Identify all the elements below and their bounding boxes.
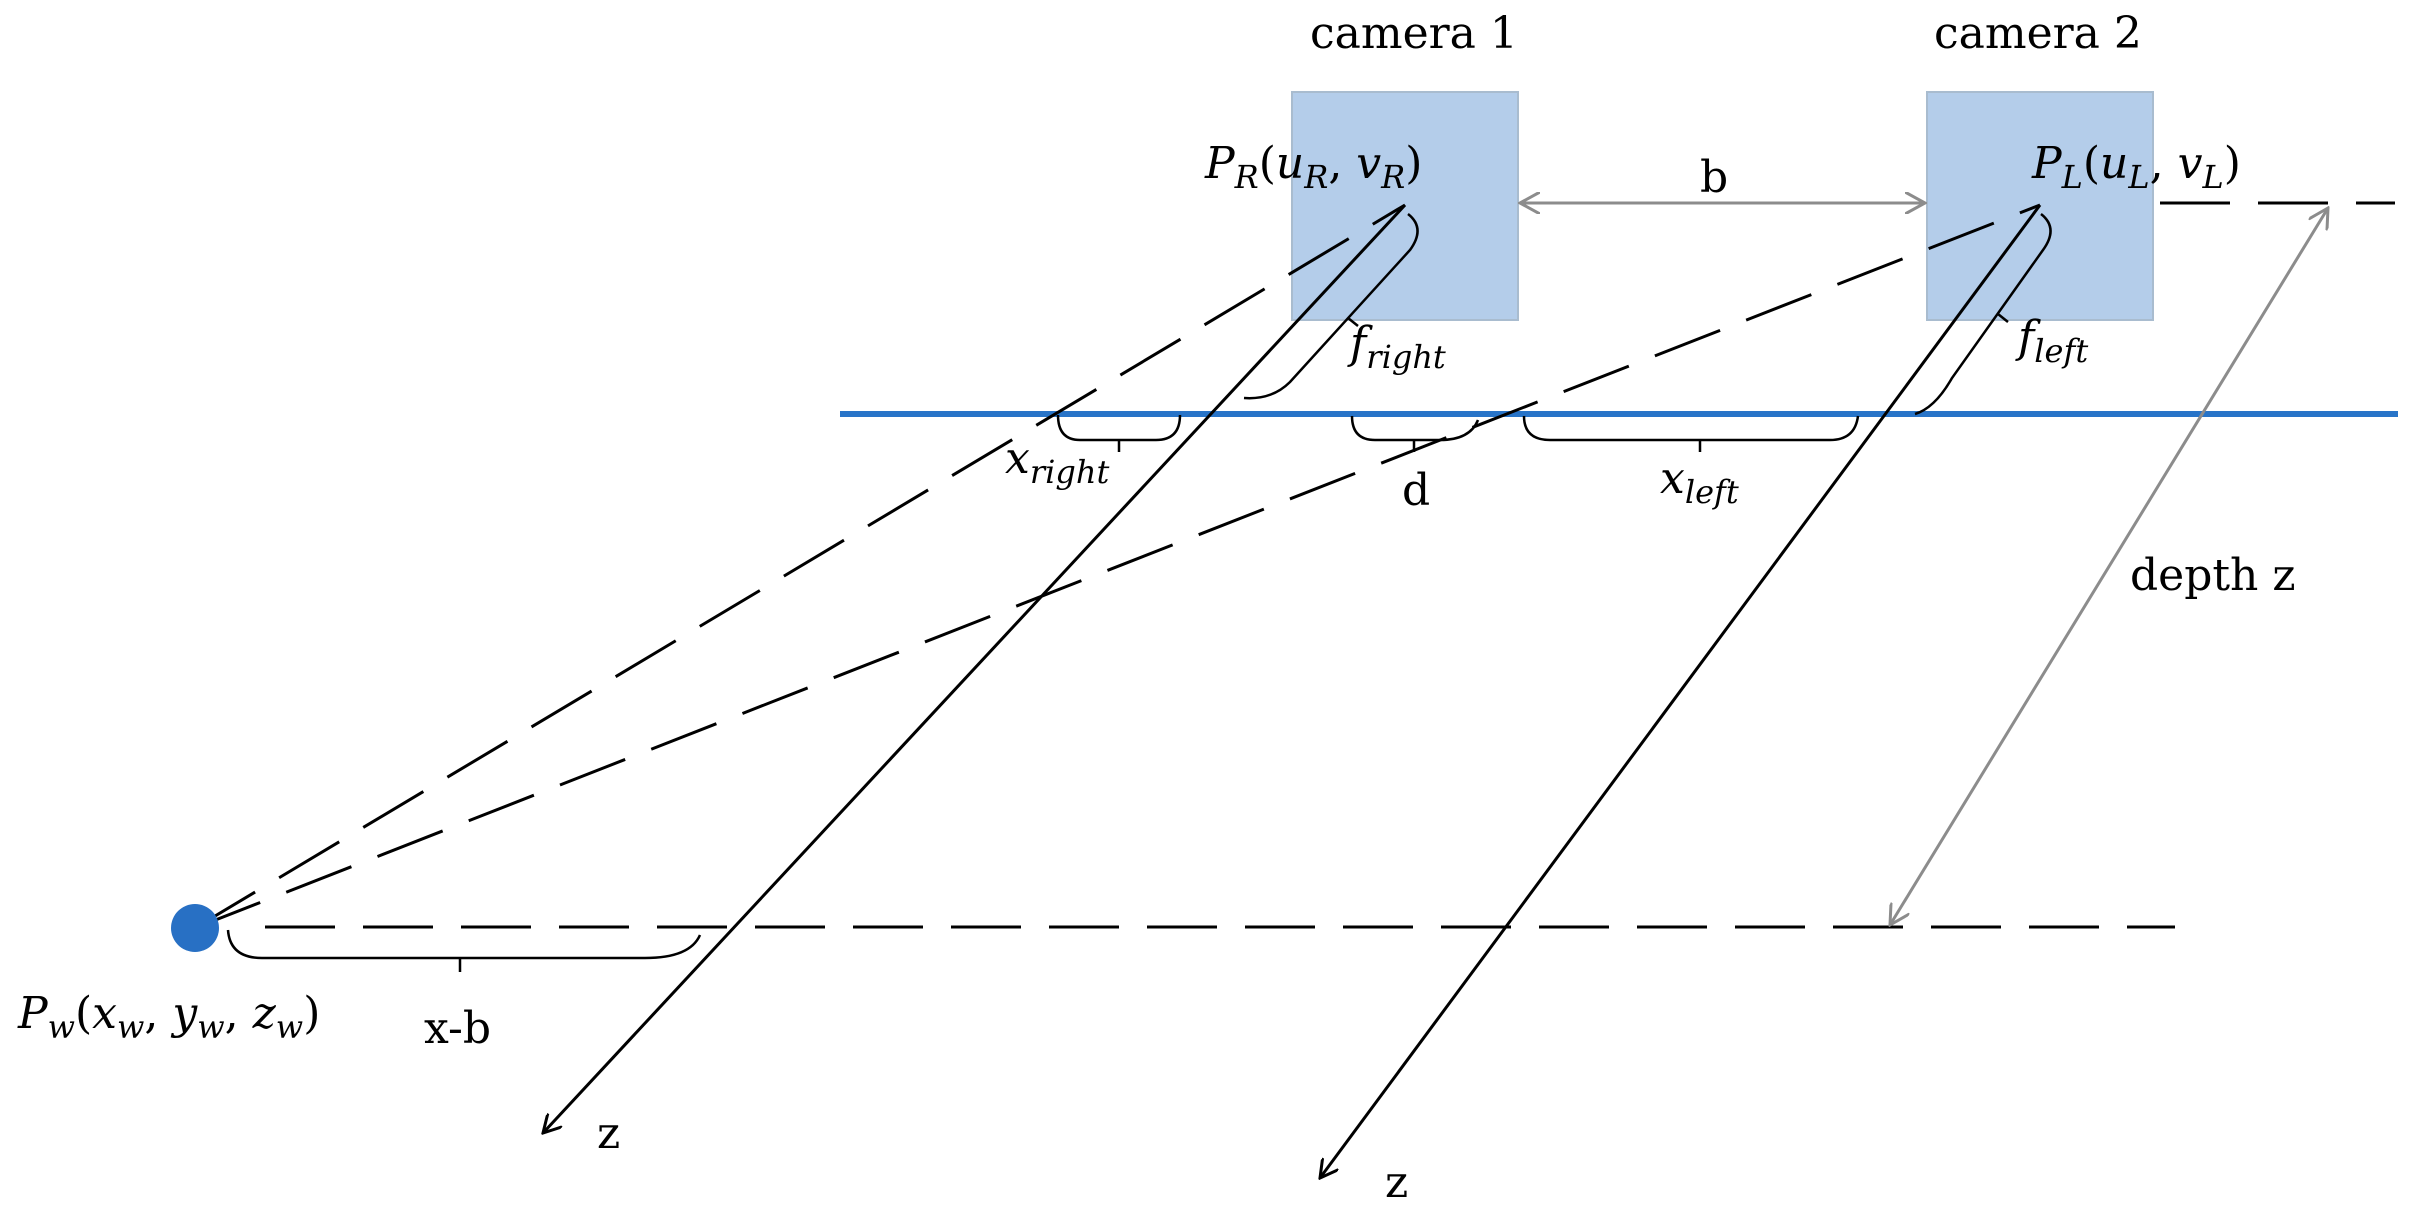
braces (226, 213, 2052, 972)
f-right-label: fright (1347, 318, 1446, 376)
f-right-brace (1243, 213, 1419, 400)
x-right-brace (1056, 414, 1182, 452)
disparity-label: d (1402, 465, 1430, 516)
x-minus-b-label: x-b (424, 1003, 491, 1054)
camera-1-label: camera 1 (1310, 8, 1518, 59)
ray-camera1-upper (194, 203, 1406, 930)
ray-camera2-lower (194, 203, 2041, 930)
axis-z-label-1: z (597, 1108, 620, 1159)
baseline-label: b (1700, 152, 1728, 203)
depth-arrow (1890, 208, 2328, 925)
world-point (171, 904, 219, 952)
pw-label: Pw(xw, yw, zw) (17, 988, 320, 1046)
disparity-brace (1350, 415, 1480, 452)
camera-2-label: camera 2 (1934, 8, 2142, 59)
optical-axis-camera-1 (543, 203, 1407, 1133)
depth-label: depth z (2130, 550, 2296, 601)
projection-rays (194, 201, 2395, 930)
pr-label: PR(uR, vR) (1204, 138, 1422, 196)
x-right-label: xright (1005, 433, 1109, 491)
x-left-brace (1522, 415, 1860, 452)
x-minus-b-brace (226, 929, 702, 972)
axis-z-label-2: z (1385, 1157, 1408, 1208)
f-left-brace (1914, 213, 2052, 416)
pl-label: PL(uL, vL) (2031, 138, 2241, 196)
x-left-label: xleft (1660, 453, 1739, 511)
